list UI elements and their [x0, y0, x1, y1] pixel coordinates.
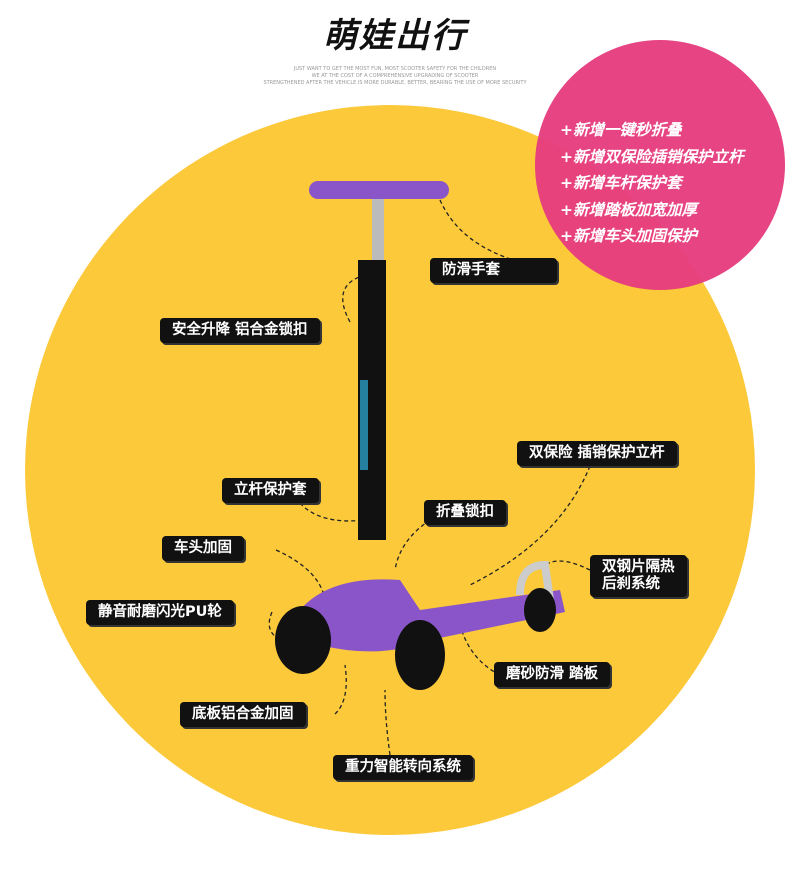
callout-base: 底板铝合金加固: [180, 702, 306, 727]
feature-item: +新增踏板加宽加厚: [560, 200, 697, 219]
callout-head: 车头加固: [162, 536, 244, 561]
front-wheel-left: [275, 606, 331, 674]
callout-grip: 防滑手套: [430, 258, 557, 283]
feature-item: +新增一键秒折叠: [560, 121, 682, 139]
callout-steer: 重力智能转向系统: [333, 755, 473, 780]
rear-brake: [516, 560, 554, 601]
feature-item: +新增车头加固保护: [560, 227, 697, 245]
feature-list: +新增一键秒折叠 +新增双保险插销保护立杆 +新增车杆保护套 +新增踏板加宽加厚…: [560, 117, 744, 250]
subtitle-line: STRENGTHENED AFTER THE VEHICLE IS MORE D…: [263, 80, 527, 86]
subtitle-line: WE AT THE COST OF A COMPREHENSIVE UPGRAD…: [311, 73, 479, 79]
callout-fold: 折叠锁扣: [424, 500, 506, 525]
feature-item: +新增车杆保护套: [560, 174, 682, 192]
subtitle: JUST WANT TO GET THE MOST FUN, MOST SCOO…: [0, 66, 790, 87]
callout-brake-line: 双钢片隔热: [602, 559, 675, 575]
callout-brake-line: 后刹系统: [602, 576, 660, 592]
callout-brake: 双钢片隔热 后刹系统: [590, 555, 687, 597]
feature-item: +新增双保险插销保护立杆: [560, 147, 744, 166]
rear-wheel: [524, 588, 556, 632]
pink-circle-badge: [535, 40, 785, 290]
subtitle-line: JUST WANT TO GET THE MOST FUN, MOST SCOO…: [293, 66, 497, 72]
callout-wheel: 静音耐磨闪光PU轮: [86, 600, 234, 625]
callout-sleeve: 立杆保护套: [222, 478, 319, 503]
handlebar-stem: [372, 195, 384, 265]
callout-deck: 磨砂防滑 踏板: [494, 662, 611, 687]
deck: [300, 579, 565, 652]
callout-lift: 安全升降 铝合金锁扣: [160, 318, 320, 343]
front-wheel-right: [395, 620, 445, 690]
page-title: 萌娃出行: [323, 16, 467, 56]
callout-pin: 双保险 插销保护立杆: [517, 441, 677, 466]
